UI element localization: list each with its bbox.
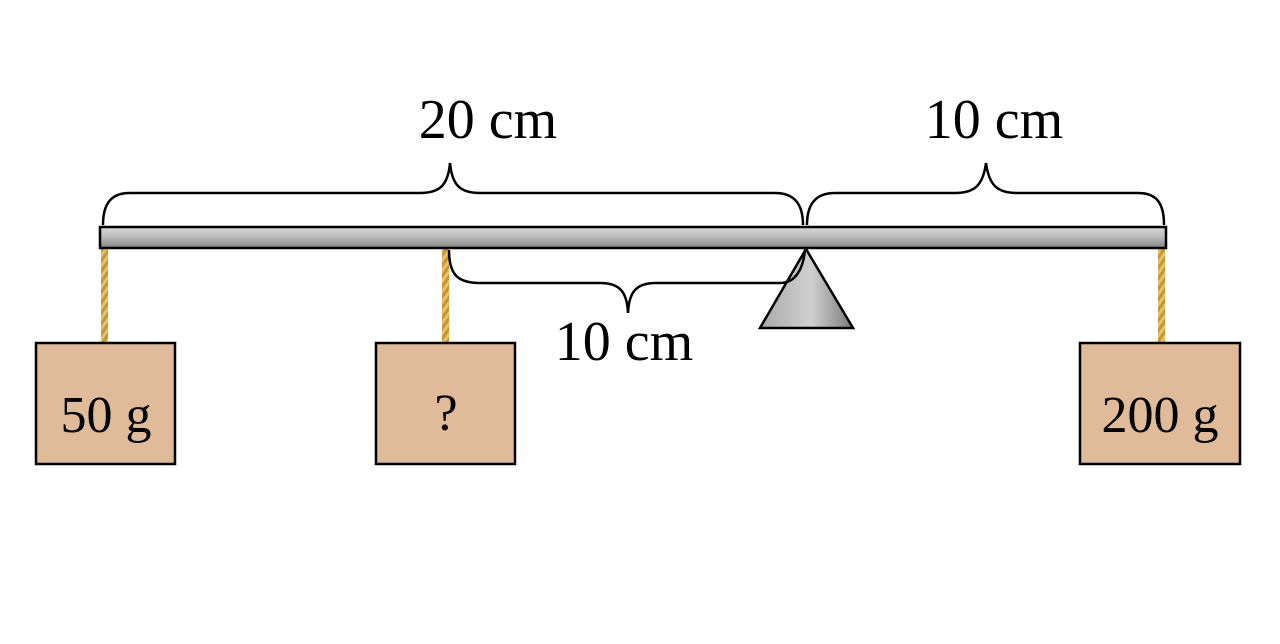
fulcrum — [757, 246, 856, 330]
weight-label-right: 200 g — [1102, 387, 1219, 444]
weight-label-left: 50 g — [61, 387, 152, 444]
weight-box-right — [1078, 341, 1242, 466]
label-right-span: 10 cm — [925, 89, 1063, 151]
brace-inner-span — [447, 249, 807, 314]
weight-box-left — [34, 341, 177, 466]
lever-beam — [98, 225, 1168, 250]
weight-box-middle — [374, 341, 517, 466]
rope-right — [1158, 248, 1165, 343]
brace-left-span — [101, 162, 805, 226]
rope-middle — [442, 248, 449, 343]
brace-right-span — [805, 162, 1166, 226]
rope-left — [101, 248, 108, 343]
label-left-span: 20 cm — [419, 89, 557, 151]
label-inner-span: 10 cm — [555, 311, 693, 373]
weight-label-middle: ? — [434, 385, 457, 442]
